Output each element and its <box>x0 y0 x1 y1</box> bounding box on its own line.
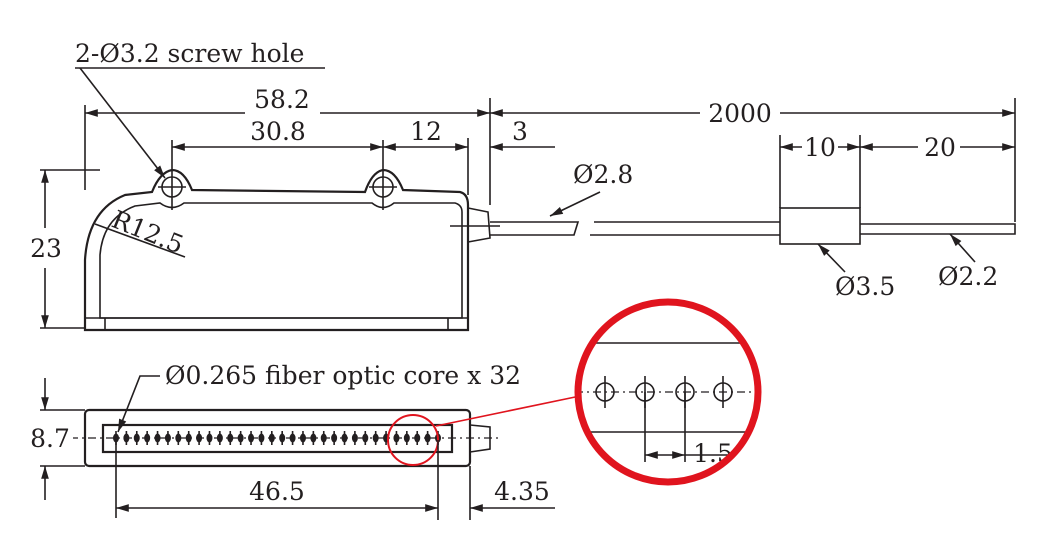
cable-segment-2 <box>590 221 780 236</box>
hole-pitch-label: 30.8 <box>250 117 306 146</box>
hole-to-end-label: 12 <box>410 117 442 146</box>
screw-hole-label: 2-Ø3.2 screw hole <box>75 39 304 68</box>
length-total-label: 58.2 <box>254 85 310 114</box>
cable-length-label: 2000 <box>708 99 772 128</box>
front-dimensions: Ø0.265 fiber optic core x 32 8.7 46.5 4.… <box>28 361 555 520</box>
cable-tail <box>860 223 1016 235</box>
detail-magnifier-circle <box>574 298 762 486</box>
cable-boot <box>467 207 491 243</box>
sleeve-dia-label: Ø3.5 <box>835 272 895 301</box>
cable-dia-label: Ø2.8 <box>573 160 633 189</box>
front-view <box>70 395 581 468</box>
array-offset-label: 4.35 <box>494 477 550 506</box>
top-view <box>83 140 1016 332</box>
cable-segment-1 <box>490 221 580 236</box>
tail-dia-label: Ø2.2 <box>938 262 998 291</box>
sleeve-length-label: 10 <box>804 133 836 162</box>
fiber-core-array <box>113 431 441 445</box>
stub-label: 3 <box>512 117 528 146</box>
array-width-label: 46.5 <box>249 477 305 506</box>
body-outline <box>83 168 470 332</box>
cable-sleeve <box>779 207 861 245</box>
detail-view: 1.5 <box>574 298 762 486</box>
fiber-core-label: Ø0.265 fiber optic core x 32 <box>165 361 521 390</box>
tail-length-label: 20 <box>924 133 956 162</box>
top-dimensions: 2-Ø3.2 screw hole 58.2 30.8 12 3 2000 10… <box>30 39 1016 329</box>
front-height-label: 8.7 <box>30 424 70 453</box>
height-label: 23 <box>30 234 62 263</box>
radius-label: R12.5 <box>108 205 188 260</box>
